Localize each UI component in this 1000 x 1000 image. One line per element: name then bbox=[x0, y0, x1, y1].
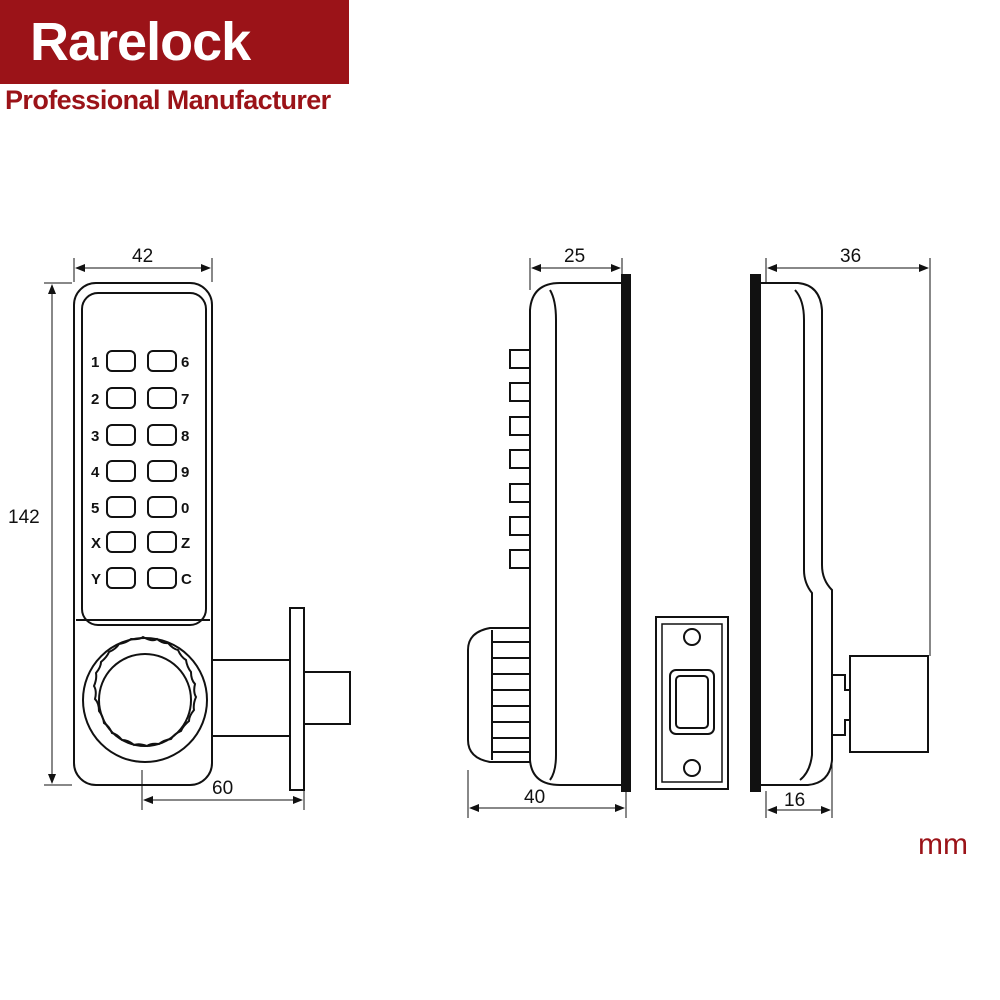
side-knob-outline bbox=[467, 627, 530, 763]
key-label: 0 bbox=[181, 500, 189, 517]
side-key-button bbox=[509, 349, 531, 369]
key-label: 8 bbox=[181, 428, 189, 445]
key-button bbox=[147, 567, 177, 589]
side-key-button bbox=[509, 549, 531, 569]
key-button bbox=[147, 531, 177, 553]
front-knob-outer bbox=[82, 637, 208, 763]
key-label: Y bbox=[91, 571, 101, 588]
key-button bbox=[106, 460, 136, 482]
key-button bbox=[147, 424, 177, 446]
side-key-button bbox=[509, 382, 531, 402]
key-button bbox=[106, 531, 136, 553]
back-body-outline bbox=[759, 282, 833, 786]
key-button bbox=[106, 387, 136, 409]
back-dimension-lines bbox=[765, 258, 931, 818]
dim-label-side-depth: 25 bbox=[564, 246, 585, 267]
key-label: 1 bbox=[91, 354, 99, 371]
dim-label-back-bolt: 16 bbox=[784, 790, 805, 811]
key-label: 4 bbox=[91, 464, 100, 481]
strike-screw-hole-top bbox=[683, 628, 701, 646]
key-button bbox=[106, 424, 136, 446]
brand-tagline: Professional Manufacturer bbox=[5, 85, 331, 115]
unit-label: mm bbox=[918, 828, 968, 861]
front-latch-housing bbox=[211, 659, 291, 737]
back-mounting-plate bbox=[750, 274, 761, 792]
key-button bbox=[106, 350, 136, 372]
front-view bbox=[73, 282, 351, 791]
strike-plate-outline bbox=[655, 616, 729, 790]
key-label: 2 bbox=[91, 391, 99, 408]
strike-screw-hole-bottom bbox=[683, 759, 701, 777]
key-label: 5 bbox=[91, 500, 99, 517]
back-latch-step bbox=[832, 674, 850, 691]
back-body-edge bbox=[794, 289, 813, 781]
key-button bbox=[147, 350, 177, 372]
key-button bbox=[147, 460, 177, 482]
back-latch-housing bbox=[849, 655, 929, 753]
front-latch-bolt bbox=[303, 671, 351, 725]
key-label: 9 bbox=[181, 464, 189, 481]
side-key-button bbox=[509, 483, 531, 503]
key-label: 7 bbox=[181, 391, 189, 408]
side-mounting-plate bbox=[621, 274, 631, 792]
dim-label-width: 42 bbox=[132, 246, 153, 267]
key-label: C bbox=[181, 571, 192, 588]
dim-label-height: 142 bbox=[8, 507, 40, 528]
key-label: X bbox=[91, 535, 101, 552]
brand-banner: Rarelock bbox=[0, 0, 349, 84]
dim-label-backset: 60 bbox=[212, 778, 233, 799]
side-body-edge bbox=[549, 289, 557, 781]
side-key-button bbox=[509, 416, 531, 436]
key-label: Z bbox=[181, 535, 190, 552]
key-button bbox=[106, 567, 136, 589]
strike-latch-opening bbox=[669, 669, 715, 735]
side-key-button bbox=[509, 516, 531, 536]
dim-label-back-depth: 36 bbox=[840, 246, 861, 267]
brand-name: Rarelock bbox=[30, 12, 251, 72]
dim-label-side-depth-knob: 40 bbox=[524, 787, 545, 808]
back-latch-step bbox=[832, 719, 850, 736]
key-label: 3 bbox=[91, 428, 99, 445]
key-label: 6 bbox=[181, 354, 189, 371]
side-key-button bbox=[509, 449, 531, 469]
key-button bbox=[147, 496, 177, 518]
key-button bbox=[147, 387, 177, 409]
front-latch-faceplate bbox=[289, 607, 305, 791]
strike-latch-opening-inner bbox=[675, 675, 709, 729]
front-body-outline bbox=[73, 282, 213, 786]
side-dimension-lines bbox=[467, 258, 627, 818]
key-button bbox=[106, 496, 136, 518]
key-labels: 1 2 3 4 5 X Y 6 7 8 9 0 Z C bbox=[91, 354, 192, 588]
strike-plate-inner bbox=[661, 623, 723, 783]
side-view bbox=[467, 274, 631, 792]
side-body-outline bbox=[529, 282, 623, 786]
front-dimension-lines bbox=[44, 258, 305, 810]
strike-plate bbox=[655, 616, 729, 790]
back-view bbox=[750, 274, 929, 792]
front-keypad-panel bbox=[81, 292, 207, 626]
front-knob-inner bbox=[98, 653, 192, 747]
